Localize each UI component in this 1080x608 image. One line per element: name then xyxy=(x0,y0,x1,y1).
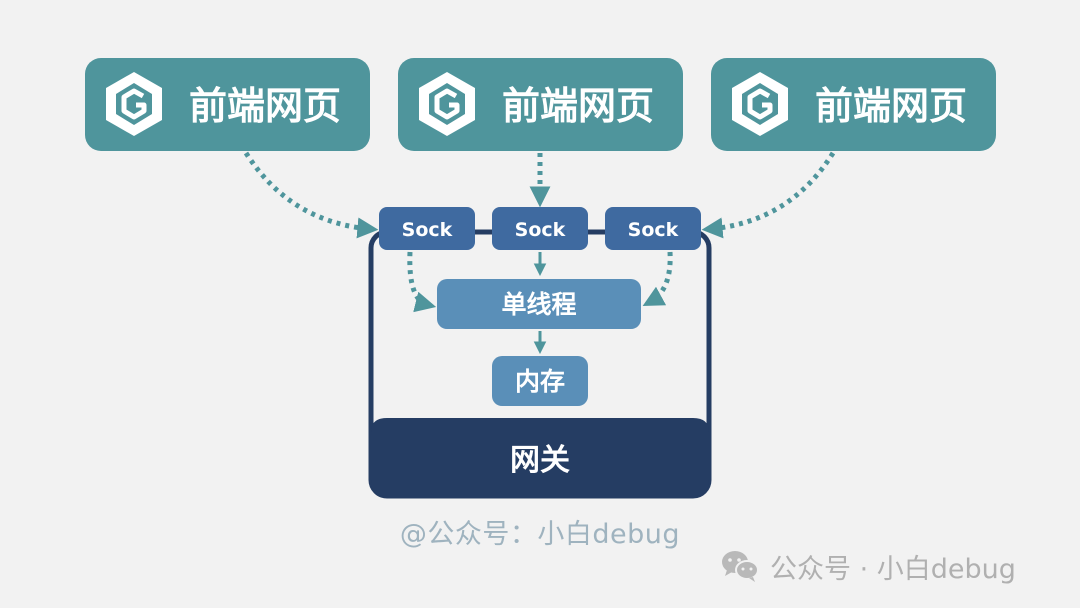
arrow-client3-to-sock3 xyxy=(701,151,836,239)
watermark: @公众号：小白debug xyxy=(399,519,681,550)
socket-box-1: Sock xyxy=(379,207,475,250)
socket-box-2: Sock xyxy=(492,207,588,250)
memory-box: 内存 xyxy=(492,356,588,406)
arrow-client1-to-sock1 xyxy=(243,151,379,239)
client-label: 前端网页 xyxy=(189,84,341,128)
gateway-title: 网关 xyxy=(510,443,570,478)
memory-label: 内存 xyxy=(515,367,565,396)
gateway-base xyxy=(371,418,709,496)
client-box-2: 前端网页 xyxy=(398,58,683,151)
single-thread-box: 单线程 xyxy=(437,279,641,329)
gateway-logo-icon xyxy=(419,72,475,136)
footer-brand: 公众号 · 小白debug xyxy=(720,546,1016,586)
gateway-logo-icon xyxy=(732,72,788,136)
arrow-sock3-to-thread xyxy=(642,251,673,307)
client-label: 前端网页 xyxy=(502,84,654,128)
socket-label: Sock xyxy=(628,219,679,241)
client-box-3: 前端网页 xyxy=(711,58,996,151)
gateway-logo-icon xyxy=(106,72,162,136)
wechat-icon xyxy=(722,551,759,582)
single-thread-label: 单线程 xyxy=(501,290,576,319)
socket-label: Sock xyxy=(402,219,453,241)
socket-box-3: Sock xyxy=(605,207,701,250)
arrow-sock1-to-thread xyxy=(407,251,437,313)
client-box-1: 前端网页 xyxy=(85,58,370,151)
socket-label: Sock xyxy=(515,219,566,241)
client-label: 前端网页 xyxy=(815,84,967,128)
footer-text: 公众号 · 小白debug xyxy=(770,553,1016,585)
